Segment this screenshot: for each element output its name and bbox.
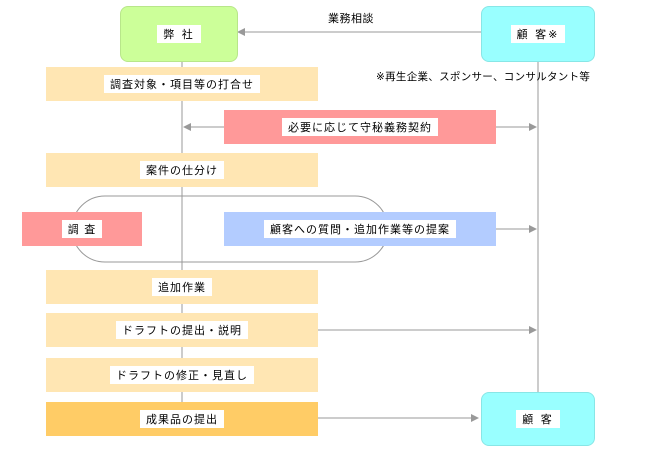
step-draft-submit: ドラフトの提出・説明: [46, 313, 318, 347]
customer-bottom-label: 顧 客: [516, 410, 560, 428]
step-nda: 必要に応じて守秘義務契約: [224, 110, 496, 144]
customer-top-node: 顧 客※: [481, 6, 595, 62]
step-question: 顧客への質問・追加作業等の提案: [224, 212, 496, 246]
step-survey-label: 調 査: [61, 220, 103, 238]
step-assign-label: 案件の仕分け: [140, 161, 224, 179]
customer-note: ※再生企業、スポンサー、コンサルタント等: [376, 71, 591, 83]
customer-top-label: 顧 客※: [510, 25, 566, 43]
step-meeting-label: 調査対象・項目等の打合せ: [104, 75, 260, 93]
step-draft-fix: ドラフトの修正・見直し: [46, 358, 318, 392]
step-deliver-label: 成果品の提出: [140, 410, 224, 428]
step-assign: 案件の仕分け: [46, 153, 318, 187]
step-meeting: 調査対象・項目等の打合せ: [46, 67, 318, 101]
step-additional-label: 追加作業: [152, 278, 212, 296]
step-draft-submit-label: ドラフトの提出・説明: [116, 321, 248, 339]
step-survey: 調 査: [22, 212, 142, 246]
step-deliver: 成果品の提出: [46, 402, 318, 436]
customer-bottom-node: 顧 客: [481, 392, 595, 446]
consult-label: 業務相談: [328, 12, 374, 25]
company-label: 弊 社: [157, 25, 201, 43]
step-draft-fix-label: ドラフトの修正・見直し: [110, 366, 254, 384]
step-additional: 追加作業: [46, 270, 318, 304]
step-question-label: 顧客への質問・追加作業等の提案: [264, 220, 456, 238]
step-nda-label: 必要に応じて守秘義務契約: [282, 118, 438, 136]
company-node: 弊 社: [120, 6, 238, 62]
